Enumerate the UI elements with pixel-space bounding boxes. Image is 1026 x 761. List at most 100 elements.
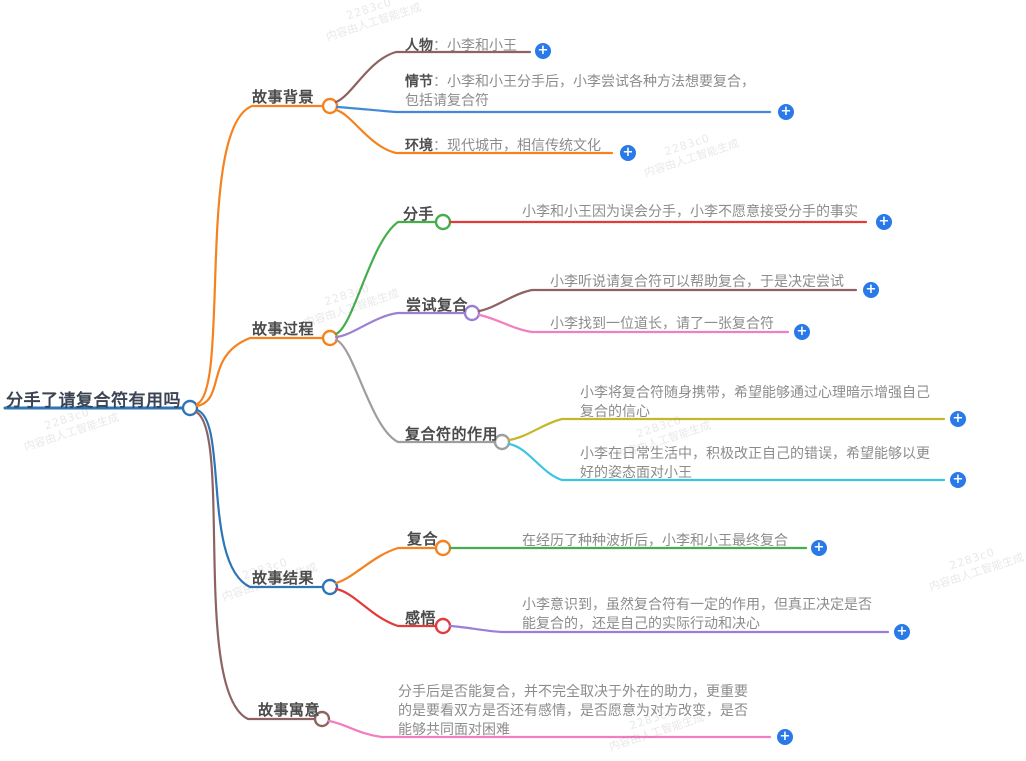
leaf-line: 小李将复合符随身携带，希望能够通过心理暗示增强自己 <box>580 384 930 403</box>
node-label-jieguo[interactable]: 故事结果 <box>252 569 315 587</box>
node-circle-ganwu[interactable] <box>434 617 452 635</box>
leaf-line: 小李意识到，虽然复合符有一定的作用，但真正决定是否 <box>522 596 872 615</box>
leaf-text-line: 小李找到一位道长，请了一张复合符 <box>550 316 774 332</box>
leaf-text-line: 小李和小王因为误会分手，小李不愿意接受分手的事实 <box>522 204 858 220</box>
root-node-circle[interactable] <box>181 399 199 417</box>
node-label-fuhe[interactable]: 复合 <box>407 530 439 548</box>
leaf-line: 的是要看双方是否还有感情，是否愿意为对方改变，是否 <box>398 702 748 721</box>
expand-button-renwu[interactable]: + <box>535 43 551 59</box>
leaf-text-line: 的是要看双方是否还有感情，是否愿意为对方改变，是否 <box>398 703 748 719</box>
expand-button-ganwu_leaf[interactable]: + <box>894 624 910 640</box>
leaf-node-tingshuo[interactable]: 小李听说请复合符可以帮助复合，于是决定尝试 <box>550 273 844 292</box>
leaf-separator: ： <box>433 74 447 90</box>
node-circle-bg[interactable] <box>321 97 339 115</box>
node-label-bg[interactable]: 故事背景 <box>252 88 315 106</box>
node-circle-fuhe[interactable] <box>434 539 452 557</box>
branch-line-richang <box>507 442 946 482</box>
leaf-node-fuhe_leaf[interactable]: 在经历了种种波折后，小李和小王最终复合 <box>522 532 788 551</box>
leaf-line: 小李听说请复合符可以帮助复合，于是决定尝试 <box>550 273 844 292</box>
leaf-text-line: 小李意识到，虽然复合符有一定的作用，但真正决定是否 <box>522 597 872 613</box>
branch-line-bg <box>195 104 324 406</box>
leaf-text-line: 小李和小王 <box>447 38 517 54</box>
branch-line-daozhang <box>477 313 790 334</box>
node-circle-guocheng[interactable] <box>321 329 339 347</box>
branch-line-tingshuo <box>477 288 858 313</box>
branch-line-changshi <box>334 311 466 339</box>
leaf-node-yuyi_leaf[interactable]: 分手后是否能复合，并不完全取决于外在的助力，更重要的是要看双方是否还有感情，是否… <box>398 683 748 740</box>
leaf-text-line: 小李在日常生活中，积极改正自己的错误，希望能够以更 <box>580 446 930 462</box>
leaf-text-line: 复合的信心 <box>580 404 650 420</box>
leaf-text-line: 分手后是否能复合，并不完全取决于外在的助力，更重要 <box>398 684 748 700</box>
leaf-line: 情节：小李和小王分手后，小李尝试各种方法想要复合， <box>405 73 755 92</box>
node-label-yuyi[interactable]: 故事寓意 <box>258 701 321 719</box>
branch-line-qingjie <box>335 105 772 114</box>
leaf-prefix: 环境 <box>405 138 433 154</box>
node-label-changshi[interactable]: 尝试复合 <box>406 296 469 314</box>
leaf-prefix: 情节 <box>405 74 433 90</box>
leaf-prefix: 人物 <box>405 38 433 54</box>
expand-button-richang[interactable]: + <box>950 472 966 488</box>
branch-line-yuyi_leaf <box>327 719 772 739</box>
leaf-node-fenshou_leaf[interactable]: 小李和小王因为误会分手，小李不愿意接受分手的事实 <box>522 203 858 222</box>
branch-line-zuoyong <box>334 338 496 444</box>
leaf-line: 能够共同面对困难 <box>398 721 748 740</box>
node-circle-fenshou[interactable] <box>434 213 452 231</box>
expand-button-fenshou_leaf[interactable]: + <box>876 214 892 230</box>
expand-button-tingshuo[interactable]: + <box>863 282 879 298</box>
leaf-line: 环境：现代城市，相信传统文化 <box>405 137 601 156</box>
node-label-guocheng[interactable]: 故事过程 <box>252 320 315 338</box>
leaf-text-line: 现代城市，相信传统文化 <box>447 138 601 154</box>
leaf-separator: ： <box>433 38 447 54</box>
leaf-node-suishen[interactable]: 小李将复合符随身携带，希望能够通过心理暗示增强自己复合的信心 <box>580 384 930 422</box>
branch-line-ganwu_leaf <box>448 624 890 634</box>
leaf-node-ganwu_leaf[interactable]: 小李意识到，虽然复合符有一定的作用，但真正决定是否能复合的，还是自己的实际行动和… <box>522 596 872 634</box>
leaf-node-renwu[interactable]: 人物：小李和小王 <box>405 37 517 56</box>
node-label-fenshou[interactable]: 分手 <box>403 205 435 223</box>
expand-button-huanjing[interactable]: + <box>620 145 636 161</box>
leaf-text-line: 在经历了种种波折后，小李和小王最终复合 <box>522 533 788 549</box>
node-label-zuoyong[interactable]: 复合符的作用 <box>405 425 499 443</box>
branch-line-jieguo <box>195 408 324 589</box>
branch-line-ganwu <box>334 587 438 628</box>
leaf-separator: ： <box>433 138 447 154</box>
leaf-text-line: 小李将复合符随身携带，希望能够通过心理暗示增强自己 <box>580 385 930 401</box>
leaf-line: 人物：小李和小王 <box>405 37 517 56</box>
leaf-line: 好的姿态面对小王 <box>580 464 930 483</box>
leaf-text-line: 好的姿态面对小王 <box>580 465 692 481</box>
leaf-line: 小李在日常生活中，积极改正自己的错误，希望能够以更 <box>580 445 930 464</box>
branch-line-fenshou <box>334 220 438 336</box>
branch-line-suishen <box>507 417 946 442</box>
branch-line-renwu <box>334 50 532 104</box>
branch-line-yuyi <box>194 410 316 721</box>
leaf-line: 在经历了种种波折后，小李和小王最终复合 <box>522 532 788 551</box>
leaf-node-daozhang[interactable]: 小李找到一位道长，请了一张复合符 <box>550 315 774 334</box>
leaf-text-line: 能复合的，还是自己的实际行动和决心 <box>522 616 760 632</box>
leaf-line: 分手后是否能复合，并不完全取决于外在的助力，更重要 <box>398 683 748 702</box>
leaf-line: 小李找到一位道长，请了一张复合符 <box>550 315 774 334</box>
leaf-line: 包括请复合符 <box>405 92 755 111</box>
leaf-text-line: 小李和小王分手后，小李尝试各种方法想要复合， <box>447 74 755 90</box>
leaf-text-line: 能够共同面对困难 <box>398 722 510 738</box>
branch-line-huanjing <box>334 108 614 155</box>
leaf-line: 能复合的，还是自己的实际行动和决心 <box>522 615 872 634</box>
node-label-ganwu[interactable]: 感悟 <box>405 609 437 627</box>
expand-button-qingjie[interactable]: + <box>778 104 794 120</box>
leaf-line: 小李和小王因为误会分手，小李不愿意接受分手的事实 <box>522 203 858 222</box>
leaf-node-richang[interactable]: 小李在日常生活中，积极改正自己的错误，希望能够以更好的姿态面对小王 <box>580 445 930 483</box>
node-circle-yuyi[interactable] <box>313 710 331 728</box>
leaf-node-qingjie[interactable]: 情节：小李和小王分手后，小李尝试各种方法想要复合，包括请复合符 <box>405 73 755 111</box>
leaf-text-line: 包括请复合符 <box>405 93 489 109</box>
root-topic[interactable]: 分手了请复合符有用吗 <box>6 391 181 411</box>
branch-line-fuhe <box>334 546 438 585</box>
expand-button-yuyi_leaf[interactable]: + <box>777 729 793 745</box>
node-circle-changshi[interactable] <box>463 304 481 322</box>
node-circle-jieguo[interactable] <box>321 578 339 596</box>
expand-button-suishen[interactable]: + <box>950 411 966 427</box>
expand-button-daozhang[interactable]: + <box>794 324 810 340</box>
leaf-node-huanjing[interactable]: 环境：现代城市，相信传统文化 <box>405 137 601 156</box>
leaf-text-line: 小李听说请复合符可以帮助复合，于是决定尝试 <box>550 274 844 290</box>
expand-button-fuhe_leaf[interactable]: + <box>811 540 827 556</box>
node-circle-zuoyong[interactable] <box>493 433 511 451</box>
